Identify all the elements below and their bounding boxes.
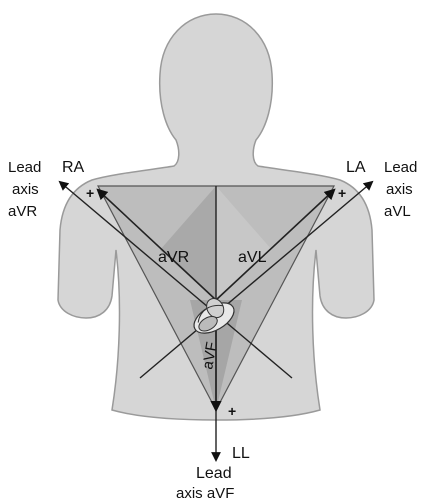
lead-axis-avr-line2: axis bbox=[12, 181, 39, 198]
label-ll: LL bbox=[232, 445, 250, 462]
lead-axis-avr-line1: Lead bbox=[8, 159, 41, 176]
lead-axis-avf-line2: axis aVF bbox=[176, 485, 234, 502]
lead-axis-avf-line1: Lead bbox=[196, 465, 232, 482]
lead-axis-avl-line3: aVL bbox=[384, 203, 411, 220]
lead-axis-avr-line3: aVR bbox=[8, 203, 37, 220]
label-avl-inner: aVL bbox=[238, 249, 267, 266]
lead-axis-avl-line2: axis bbox=[386, 181, 413, 198]
plus-la: + bbox=[338, 185, 346, 201]
label-ra: RA bbox=[62, 159, 85, 176]
lead-axis-avl-line1: Lead bbox=[384, 159, 417, 176]
label-la: LA bbox=[346, 159, 366, 176]
plus-ll: + bbox=[228, 403, 236, 419]
label-avr-inner: aVR bbox=[158, 249, 189, 266]
plus-ra: + bbox=[86, 185, 94, 201]
